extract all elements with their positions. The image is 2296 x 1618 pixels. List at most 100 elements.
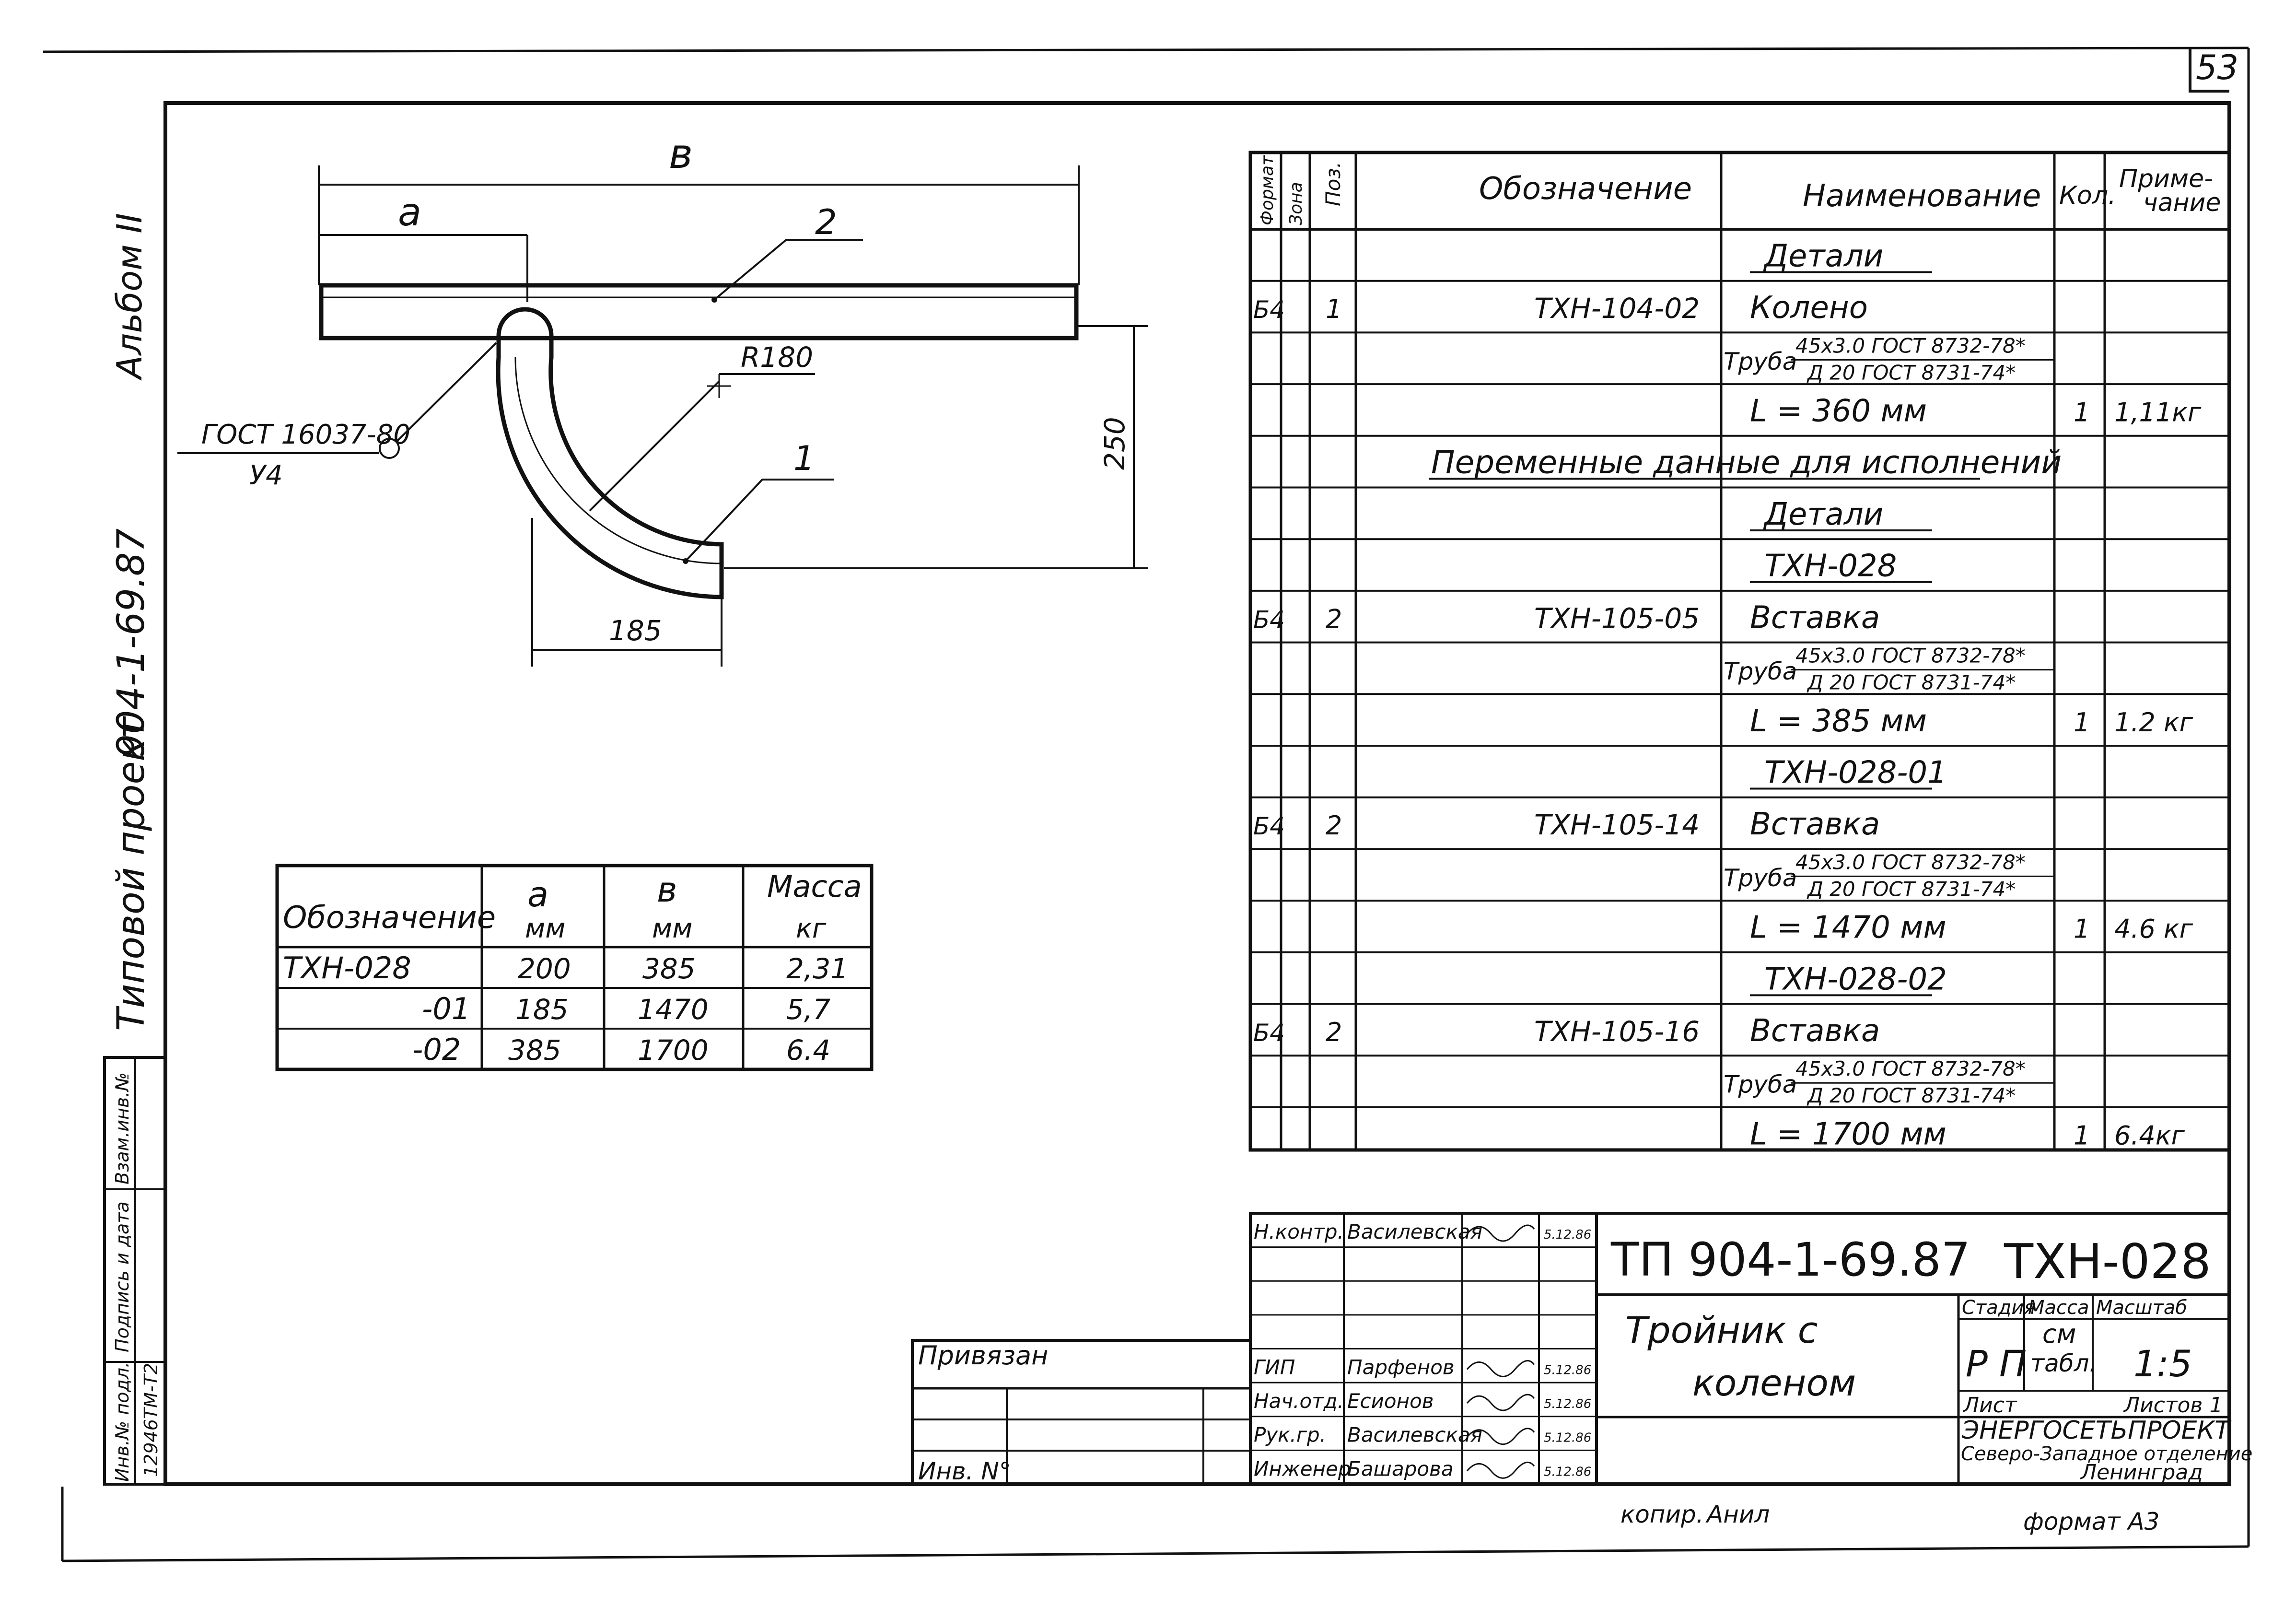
tb-mass-l2: табл.	[2030, 1349, 2097, 1377]
vt-h-a: а	[527, 874, 548, 915]
signature	[1466, 1394, 1535, 1411]
signer-name: Василевская	[1347, 1423, 1482, 1447]
spec-pipe-line1: 45х3.0 ГОСТ 8732-78*	[1795, 334, 2026, 357]
vt-r1-des: -01	[422, 991, 470, 1026]
tb-org2: Северо-Западное отделение	[1961, 1443, 2252, 1465]
signature	[1466, 1360, 1535, 1377]
radius-label: R180	[741, 341, 813, 374]
signer-role: Инженер	[1254, 1457, 1351, 1480]
weld-gost: ГОСТ 16037-80	[201, 419, 410, 450]
spec-h-format: Формат	[1258, 155, 1277, 225]
spec-h-zone: Зона	[1286, 182, 1306, 225]
spec-note: 4.6 кг	[2114, 914, 2193, 944]
signer-date: 5.12.86	[1544, 1363, 1591, 1377]
vt-r2-b: 1700	[638, 1034, 709, 1067]
spec-h-qty: Кол.	[2059, 181, 2116, 210]
spec-designation: ТХН-105-05	[1534, 602, 1700, 634]
signer-name: Башарова	[1347, 1457, 1454, 1480]
signature	[1466, 1428, 1535, 1445]
tb-org3: Ленинград	[2080, 1460, 2203, 1485]
spec-note: 1.2 кг	[2114, 707, 2193, 738]
spec-quantity: 1	[2074, 398, 2090, 428]
spec-designation: ТХН-105-14	[1534, 809, 1700, 841]
spec-pipe-word: Труба	[1724, 1071, 1797, 1099]
spec-name: L = 1470 мм	[1750, 910, 1946, 946]
spec-quantity: 1	[2074, 914, 2090, 944]
spec-name: ТХН-028-02	[1764, 961, 1947, 997]
spec-pipe-line1: 45х3.0 ГОСТ 8732-78*	[1795, 850, 2026, 874]
spec-position: 1	[1326, 294, 1342, 324]
tb-scale: 1:5	[2133, 1342, 2192, 1385]
dim-250-label: 250	[1098, 417, 1131, 470]
spec-quantity: 1	[2074, 1120, 2090, 1150]
vt-r0-m: 2,31	[786, 952, 848, 985]
signer-name: Василевская	[1347, 1220, 1482, 1243]
footer-copier: Анил	[1705, 1501, 1770, 1528]
vt-r0-a: 200	[518, 952, 571, 985]
spec-name: ТХН-028-01	[1764, 755, 1947, 791]
variants-table: Обозначение а мм в мм Масса кг ТХН-028 2…	[275, 864, 874, 1071]
privyazan-label: Привязан	[918, 1340, 1048, 1371]
spec-format: Б4	[1253, 812, 1285, 840]
spec-format: Б4	[1253, 606, 1285, 633]
tb-stage: Р П	[1966, 1342, 2027, 1385]
spec-pipe-line2: Д 20 ГОСТ 8731-74*	[1806, 671, 2016, 694]
dim-a-label: а	[398, 190, 421, 234]
spec-section-heading: Переменные данные для исполнений	[1431, 444, 2062, 481]
spec-pipe-word: Труба	[1724, 864, 1797, 892]
footer-format: формат А3	[2023, 1508, 2159, 1536]
tb-title-l2: коленом	[1692, 1361, 1856, 1404]
signer-role: Нач.отд.	[1254, 1389, 1344, 1413]
stamp-sign-date: Подпись и дата	[112, 1201, 133, 1352]
vt-h-a-unit: мм	[525, 913, 566, 944]
signer-date: 5.12.86	[1544, 1228, 1591, 1242]
vt-h-b: в	[657, 869, 677, 910]
spec-h-designation: Обозначение	[1479, 171, 1692, 207]
tb-scale-h: Масштаб	[2096, 1297, 2187, 1319]
tb-mass-l1: см	[2042, 1319, 2076, 1349]
spec-name: Колено	[1750, 290, 1868, 326]
spec-pipe-line2: Д 20 ГОСТ 8731-74*	[1806, 1084, 2016, 1107]
signer-date: 5.12.86	[1544, 1465, 1591, 1479]
vt-r1-a: 185	[515, 993, 569, 1026]
callout-1: 1	[793, 439, 815, 478]
weld-type: У4	[249, 460, 283, 491]
vt-h-mass-unit: кг	[796, 913, 827, 944]
specification-table: Формат Зона Поз. Обозначение Наименовани…	[1248, 151, 2231, 1152]
spec-name: L = 385 мм	[1750, 703, 1927, 739]
tb-org1: ЭНЕРГОСЕТЬПРОЕКТ	[1961, 1416, 2232, 1445]
dim-185-label: 185	[609, 614, 662, 647]
spec-pipe-line1: 45х3.0 ГОСТ 8732-78*	[1795, 644, 2026, 668]
signer-date: 5.12.86	[1544, 1431, 1591, 1445]
straight-pipe	[319, 283, 1079, 340]
project-number: 904-1-69.87	[110, 528, 153, 758]
spec-note: 1,11кг	[2114, 398, 2202, 428]
spec-name: Вставка	[1750, 807, 1880, 842]
spec-name: L = 360 мм	[1750, 394, 1927, 429]
spec-name: Детали	[1763, 239, 1883, 274]
spec-h-pos: Поз.	[1321, 162, 1345, 206]
vt-r0-b: 385	[642, 952, 696, 985]
stamp-inv-orig: Инв.№ подл.	[112, 1362, 133, 1482]
spec-designation: ТХН-104-02	[1534, 292, 1700, 325]
spec-position: 2	[1326, 1017, 1342, 1047]
dim-b-label: в	[669, 130, 693, 178]
signature	[1466, 1461, 1535, 1479]
vt-r0-des: ТХН-028	[283, 950, 411, 985]
spec-pipe-line2: Д 20 ГОСТ 8731-74*	[1806, 361, 2016, 384]
vt-h-designation: Обозначение	[283, 900, 496, 936]
vt-r2-m: 6.4	[786, 1034, 830, 1067]
spec-h-note1: Приме-	[2119, 164, 2213, 193]
tb-sheet-h: Лист	[1962, 1393, 2017, 1418]
spec-name: ТХН-028	[1764, 549, 1897, 584]
vt-r2-a: 385	[508, 1034, 561, 1067]
part-drawing: в а 2 1 R180 250 185 ГОСТ 1	[177, 130, 1148, 667]
album-label: Альбом II	[109, 213, 150, 381]
tb-project-code: ТП 904-1-69.87	[1610, 1233, 1970, 1287]
vt-r2-des: -02	[412, 1032, 461, 1067]
tb-mass-h: Масса	[2028, 1297, 2089, 1319]
tb-doc-code: ТХН-028	[2004, 1233, 2211, 1290]
spec-position: 2	[1326, 810, 1342, 841]
signature	[1466, 1224, 1535, 1242]
